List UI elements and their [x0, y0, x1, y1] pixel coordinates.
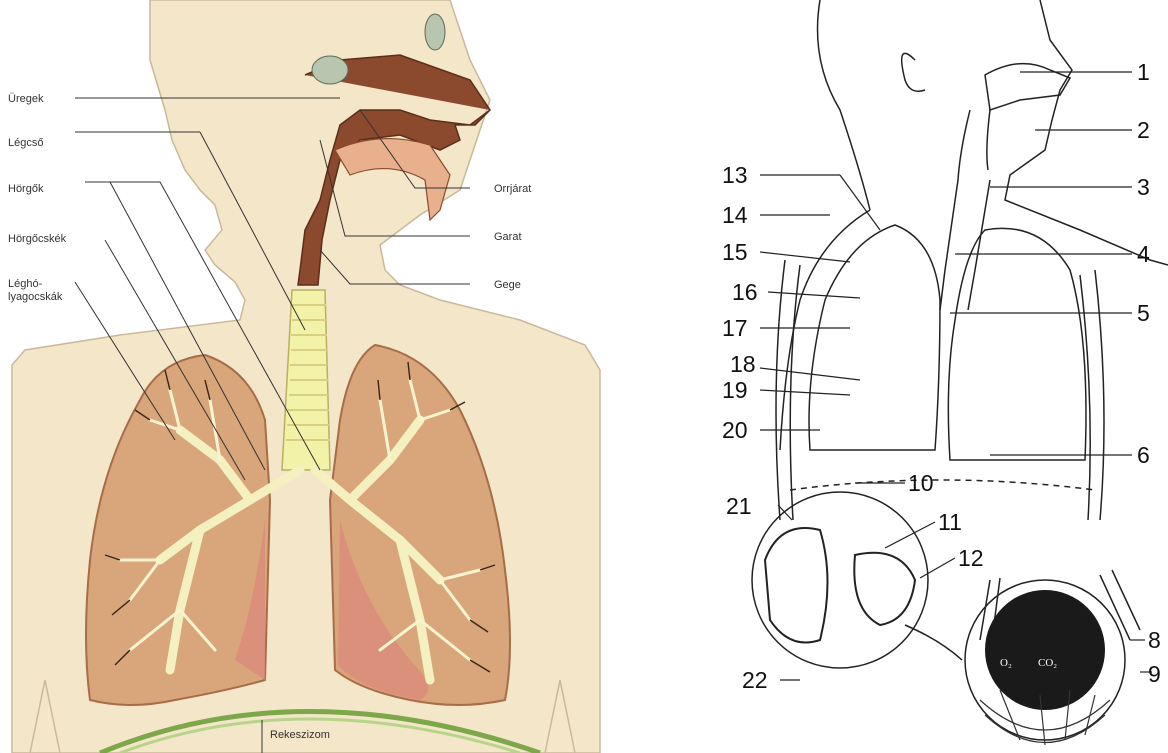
left-lung-outline — [809, 225, 940, 450]
colored-respiratory-svg: Üregek Légcső Hörgők Hörgőcskék Léghó- l… — [0, 0, 610, 753]
alveolus-lumen — [985, 590, 1105, 710]
numbered-respiratory-svg: O₂ CO₂ 1 2 3 4 5 6 8 9 10 11 12 13 14 15… — [700, 0, 1168, 753]
number-19: 19 — [722, 377, 748, 403]
label-legcso: Légcső — [8, 137, 43, 149]
label-horgocskek: Hörgőcskék — [8, 233, 67, 245]
label-leghoylagocskak-1: Léghó- — [8, 278, 43, 290]
number-6: 6 — [1137, 442, 1150, 468]
number-4: 4 — [1137, 241, 1150, 267]
number-11: 11 — [938, 509, 962, 535]
number-15: 15 — [722, 239, 748, 265]
alveolus-vessel-b — [1100, 570, 1140, 640]
number-8: 8 — [1148, 627, 1161, 653]
number-9: 9 — [1148, 661, 1161, 687]
number-2: 2 — [1137, 117, 1150, 143]
number-14: 14 — [722, 202, 748, 228]
label-uregek: Üregek — [8, 93, 44, 105]
trachea-right — [968, 180, 990, 310]
sinus-frontal — [425, 14, 445, 50]
label-garat: Garat — [494, 231, 522, 243]
label-gege: Gege — [494, 279, 521, 291]
number-3: 3 — [1137, 174, 1150, 200]
colored-respiratory-diagram: Üregek Légcső Hörgők Hörgőcskék Léghó- l… — [0, 0, 610, 753]
alveoli-magnifier — [752, 492, 928, 668]
outline-drawing — [752, 0, 1168, 740]
number-18: 18 — [730, 351, 756, 377]
number-17: 17 — [722, 315, 748, 341]
number-22: 22 — [742, 667, 768, 693]
head-outline — [818, 0, 871, 210]
diaphragm-dash — [790, 480, 1095, 490]
trachea-left — [940, 180, 958, 310]
chest-wall-right — [1080, 270, 1104, 520]
label-horgok: Hörgők — [8, 183, 44, 195]
label-orrjarat: Orrjárat — [494, 183, 531, 195]
chest-wall-left — [776, 260, 800, 520]
number-13: 13 — [722, 162, 748, 188]
magnifier-arrow — [905, 625, 962, 660]
pharynx — [958, 110, 990, 180]
number-20: 20 — [722, 417, 748, 443]
number-16: 16 — [732, 279, 758, 305]
number-5: 5 — [1137, 300, 1150, 326]
sinus-upper — [312, 56, 348, 84]
number-leaders — [760, 72, 1152, 680]
number-1: 1 — [1137, 59, 1150, 85]
alveoli-cluster-2 — [854, 553, 915, 625]
numbered-respiratory-diagram: O₂ CO₂ 1 2 3 4 5 6 8 9 10 11 12 13 14 15… — [700, 0, 1168, 753]
number-12: 12 — [958, 545, 984, 571]
number-21: 21 — [726, 493, 752, 519]
label-rekeszizom: Rekeszizom — [270, 729, 330, 741]
ear — [902, 53, 925, 91]
label-leghoylagocskak-2: lyagocskák — [8, 291, 63, 303]
alveoli-cluster-1 — [765, 528, 828, 643]
label-co2: CO₂ — [1038, 657, 1057, 669]
right-lung-outline — [948, 228, 1086, 460]
label-o2: O₂ — [1000, 657, 1012, 669]
number-10: 10 — [908, 470, 934, 496]
